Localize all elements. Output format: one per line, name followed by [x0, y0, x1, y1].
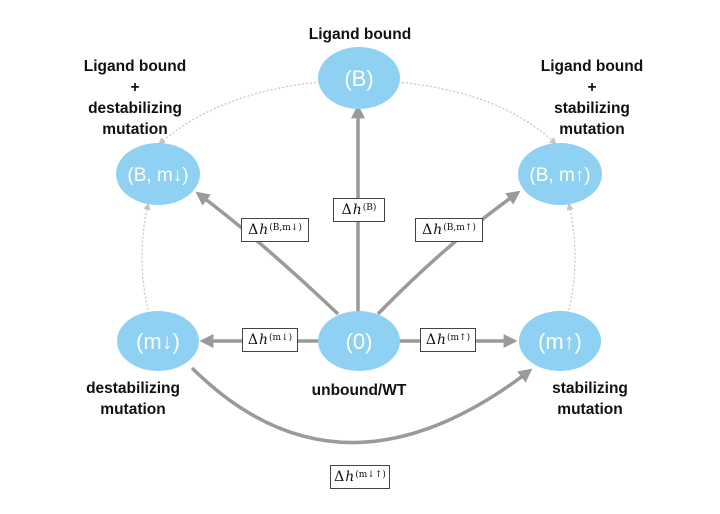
delta-symbol: Δ [248, 222, 259, 238]
dotted-arc-B-to-Bmu [397, 81, 557, 145]
node-zero-label: (0) [346, 329, 373, 354]
node-B [318, 47, 400, 109]
label-line: stabilizing [552, 380, 628, 397]
delta-symbol: Δ [247, 332, 258, 348]
edge-superscript: (B,m↓) [269, 223, 302, 233]
node-m-down [117, 311, 199, 371]
arrow-zero-to-Bmd [195, 191, 340, 316]
dotted-arc-md-to-Bmd [141, 202, 151, 319]
label-line: + [587, 79, 597, 96]
delta-symbol: Δ [425, 332, 436, 348]
node-m-up [519, 311, 601, 371]
h-symbol: h [436, 332, 447, 348]
label-line: mutation [100, 401, 166, 418]
h-symbol: h [259, 222, 269, 238]
h-symbol: h [345, 469, 355, 485]
label-line: destabilizing [88, 100, 182, 117]
node-B-m-down-label: (B, m↓) [127, 165, 188, 186]
h-symbol: h [352, 202, 362, 218]
delta-symbol: Δ [341, 202, 352, 218]
label-line: stabilizing [554, 100, 630, 117]
edge-superscript: (m↓) [269, 333, 293, 343]
label-ligand-bound: Ligand bound [308, 26, 412, 43]
delta-symbol: Δ [422, 222, 433, 238]
label-unbound-wt: unbound/WT [311, 382, 407, 399]
node-B-m-up [518, 143, 602, 205]
edge-superscript: (B,m↑) [443, 223, 476, 233]
node-m-down-label: (m↓) [136, 329, 180, 354]
dotted-arc-B-to-Bmd [158, 81, 321, 145]
h-symbol: h [258, 332, 269, 348]
label-destabilizing-mutation: destabilizing mutation [68, 378, 198, 420]
label-line: mutation [102, 121, 168, 138]
dotted-arc-mu-to-Bmu [566, 202, 576, 319]
edge-superscript: (B) [362, 203, 377, 213]
label-line: mutation [559, 121, 625, 138]
node-B-m-down [116, 143, 200, 205]
label-ligand-bound-destabilizing: Ligand bound + destabilizing mutation [55, 56, 215, 140]
label-ligand-bound-stabilizing: Ligand bound + stabilizing mutation [512, 56, 672, 140]
label-line: + [130, 79, 140, 96]
label-line: mutation [557, 401, 623, 418]
h-symbol: h [433, 222, 443, 238]
node-m-up-label: (m↑) [538, 329, 582, 354]
arrow-zero-to-Bmu [376, 190, 521, 316]
label-stabilizing-mutation: stabilizing mutation [525, 378, 655, 420]
label-line: destabilizing [86, 380, 180, 397]
node-B-m-up-label: (B, m↑) [529, 165, 590, 186]
label-line: Ligand bound [540, 58, 644, 75]
node-B-label: (B) [344, 66, 373, 91]
edge-superscript: (m↓↑) [355, 470, 386, 480]
edge-superscript: (m↑) [447, 333, 471, 343]
delta-symbol: Δ [334, 469, 345, 485]
node-zero [318, 311, 400, 371]
arrow-md-to-mu [190, 366, 533, 445]
label-line: Ligand bound [83, 58, 187, 75]
